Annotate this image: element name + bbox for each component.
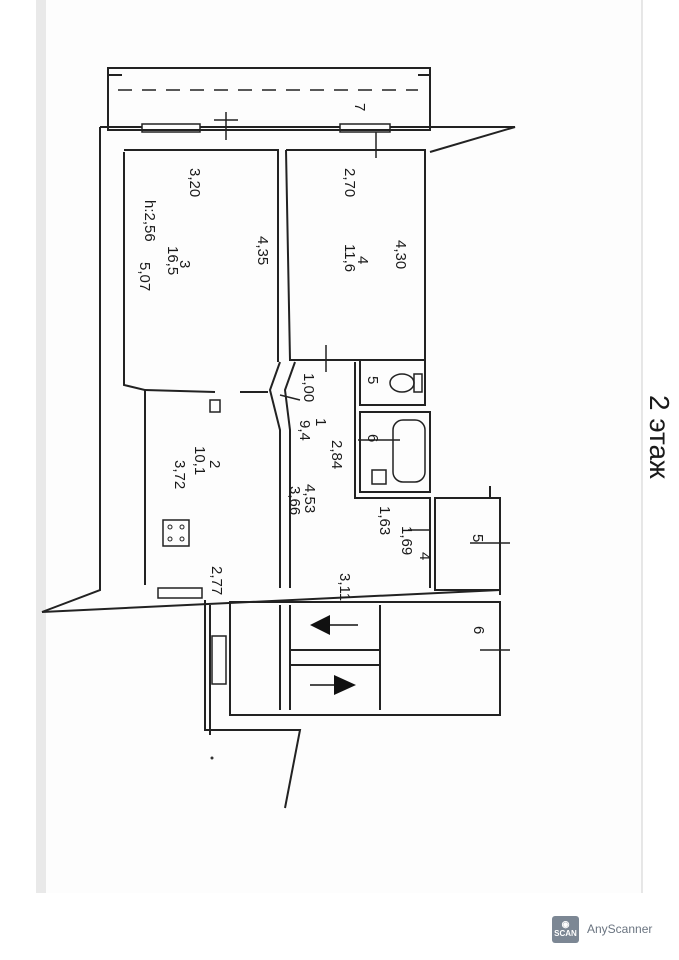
hall-dim-6: 3,11 — [336, 573, 353, 601]
room-2-area: 10,1 — [191, 446, 208, 475]
outer-wall — [123, 152, 146, 585]
room-3-length: 5,07 — [136, 262, 153, 291]
outer-wall — [41, 127, 101, 613]
room-3-area: 16,5 — [164, 246, 181, 275]
stairwell-outline — [229, 601, 501, 716]
room-2-width: 2,77 — [208, 566, 225, 595]
bath-6-number: 6 — [364, 434, 381, 442]
store-5-outline — [434, 497, 501, 591]
scanner-watermark: ◉ SCAN AnyScanner — [552, 914, 652, 944]
room-2-length: 3,72 — [171, 460, 188, 489]
wc-5-number: 5 — [364, 376, 381, 384]
balcony-number: 7 — [351, 103, 368, 111]
bath-6-outline — [359, 411, 431, 493]
hall-dim-1: 1,00 — [300, 373, 317, 402]
room-4-side: 4,30 — [392, 240, 409, 269]
balcony — [107, 67, 431, 131]
floor-caption: 2 этаж — [644, 395, 675, 479]
wc-5-outline — [359, 359, 426, 406]
scanner-logo-text: SCAN — [554, 929, 577, 938]
stair-arrow-up — [310, 615, 330, 635]
scanner-logo-icon: ◉ SCAN — [552, 915, 579, 943]
store-5-dim-1: 1,69 — [398, 526, 415, 555]
room-2-number: 2 — [206, 460, 223, 468]
stair-arrow-down — [334, 675, 356, 695]
hall-1-area: 9,4 — [296, 420, 313, 441]
room-4-width: 2,70 — [341, 168, 358, 197]
store-5-dim-2: 4 — [416, 552, 433, 560]
store-5-number: 5 — [469, 534, 486, 542]
stair-6-number: 6 — [470, 626, 487, 634]
hall-dim-5: 1,63 — [376, 506, 393, 535]
room-4-area: 11,6 — [341, 244, 358, 272]
hall-dim-3: 4,53 — [301, 484, 318, 513]
scanner-brand-name: AnyScanner — [587, 922, 653, 936]
room-3-height: h:2,56 — [141, 200, 158, 242]
room-3-number: 3 — [176, 260, 193, 268]
room-4-number: 4 — [354, 256, 371, 264]
hall-dim-2: 2,84 — [328, 440, 345, 469]
room-3-outline — [124, 149, 279, 362]
hall-1-number: 1 — [312, 418, 329, 426]
hall-dim-4: 3,66 — [286, 486, 303, 515]
room-3-width: 3,20 — [186, 168, 203, 197]
room-3-side: 4,35 — [254, 236, 271, 265]
